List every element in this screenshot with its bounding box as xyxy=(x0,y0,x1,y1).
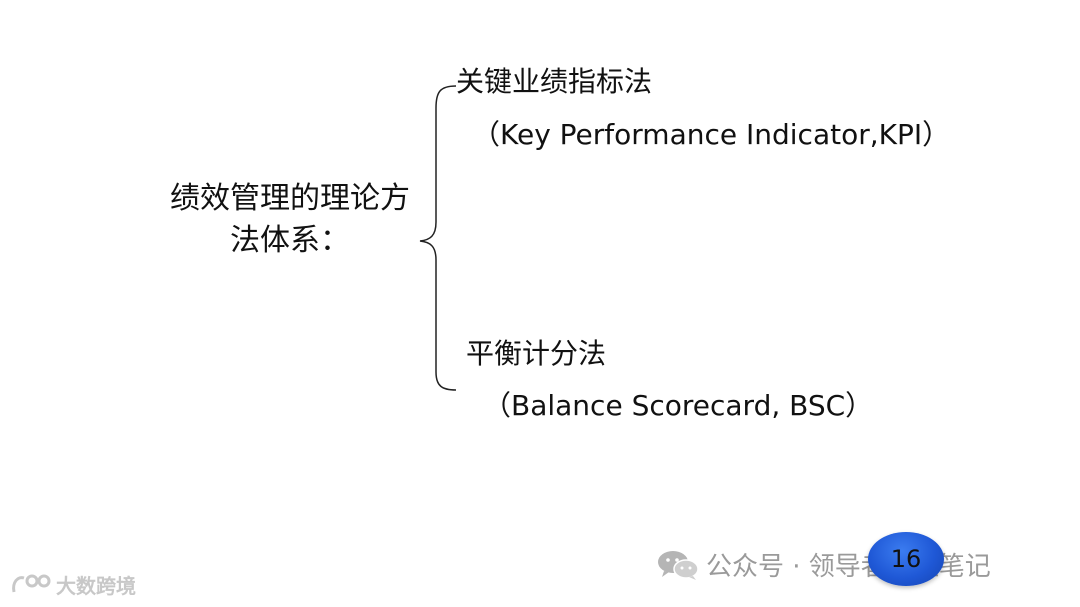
watermark-text: 公众号 · 领导者管理笔记 xyxy=(706,552,991,582)
brand-text: 大数跨境 xyxy=(56,574,136,598)
main-title: 绩效管理的理论方 法体系： xyxy=(160,178,420,262)
branch-bsc-english: （Balance Scorecard, BSC） xyxy=(483,389,874,422)
branch-bsc-name: 平衡计分法 xyxy=(466,337,607,370)
brand-logo-icon xyxy=(12,574,51,592)
main-title-line-2: 法体系： xyxy=(230,223,350,258)
branch-kpi-english: （Key Performance Indicator,KPI） xyxy=(472,118,951,151)
brand-mark: 大数跨境 xyxy=(10,570,136,599)
branch-kpi-name: 关键业绩指标法 xyxy=(456,65,653,98)
page-number: 16 xyxy=(890,545,922,573)
main-title-line-1: 绩效管理的理论方 xyxy=(170,181,410,216)
page-number-badge: 16 xyxy=(868,532,944,586)
wechat-icon xyxy=(658,550,699,580)
